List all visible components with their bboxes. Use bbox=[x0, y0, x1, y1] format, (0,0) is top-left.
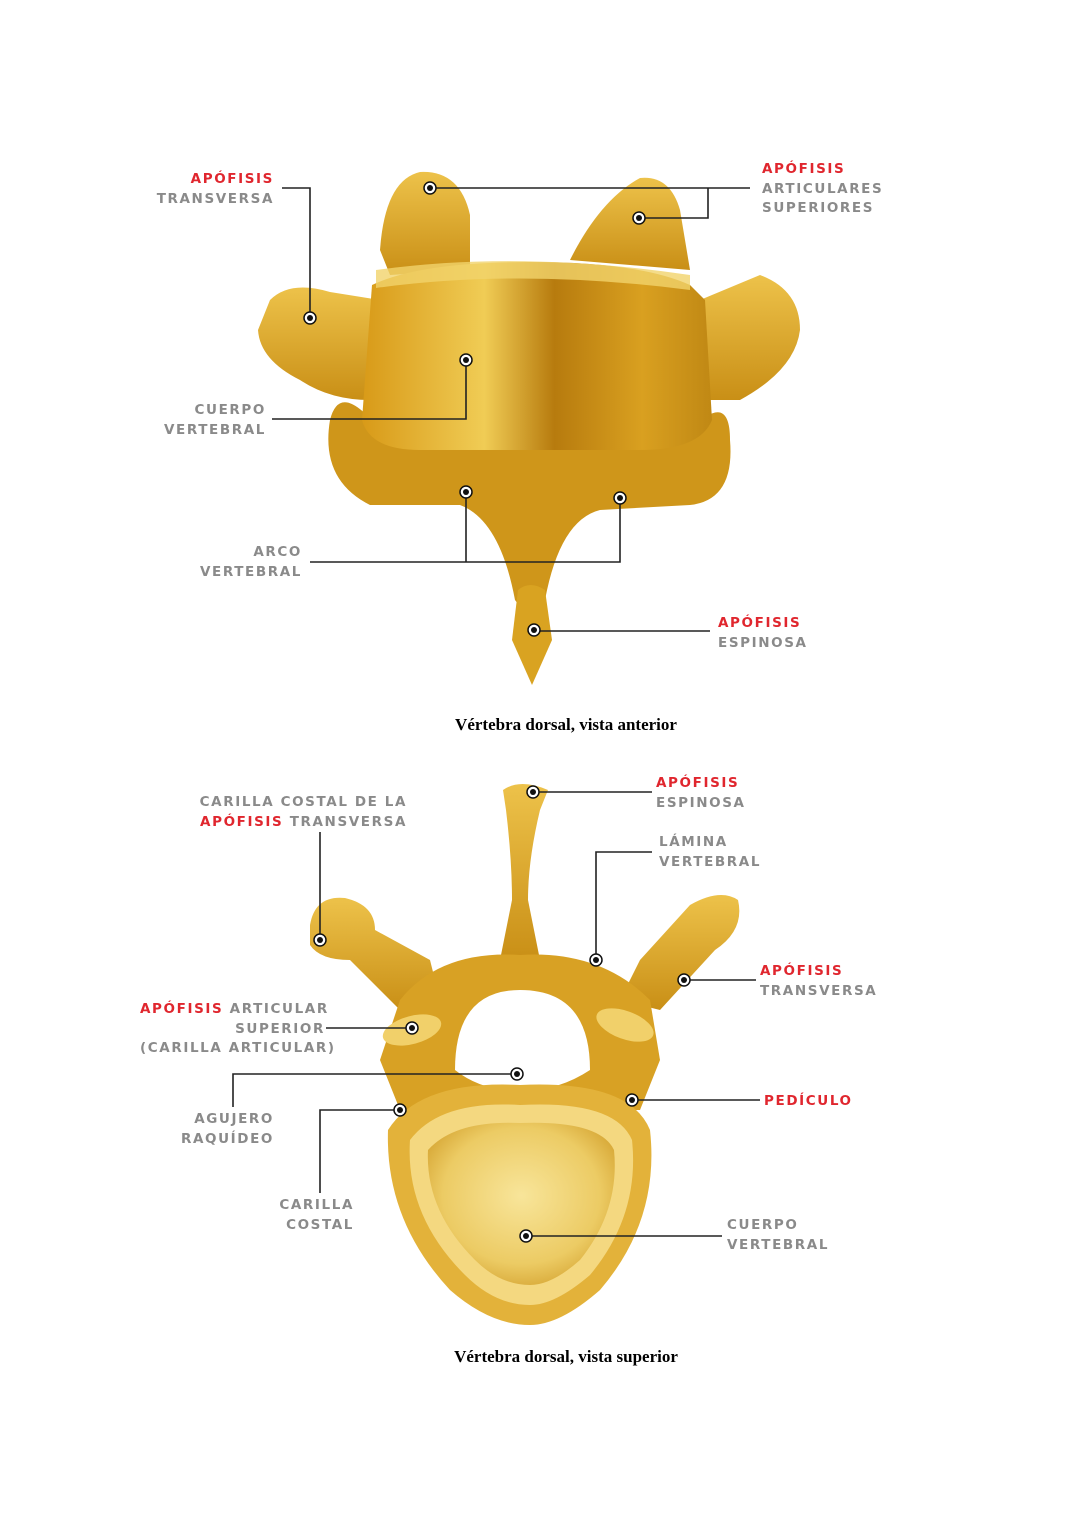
label-arco-vertebral: ARCO VERTEBRAL bbox=[199, 544, 302, 580]
label-cuerpo-vertebral: CUERPO VERTEBRAL bbox=[163, 402, 266, 438]
label-apofisis-articular-superior: APÓFISIS ARTICULAR SUPERIOR (CARILLA ART… bbox=[140, 1001, 336, 1056]
anterior-vertebra-drawing bbox=[258, 171, 800, 685]
caption-vista-superior: Vértebra dorsal, vista superior bbox=[454, 1347, 678, 1366]
label-apofisis-transversa-superior: APÓFISIS TRANSVERSA bbox=[760, 963, 878, 999]
anterior-leader-lines bbox=[272, 187, 750, 632]
superior-vertebra-drawing bbox=[310, 784, 740, 1325]
label-agujero-raquideo: AGUJERO RAQUÍDEO bbox=[180, 1111, 274, 1147]
label-apofisis-espinosa: APÓFISIS ESPINOSA bbox=[718, 615, 808, 651]
superior-marker-dots bbox=[313, 785, 691, 1243]
label-apofisis-transversa: APÓFISIS TRANSVERSA bbox=[156, 171, 274, 207]
label-cuerpo-vertebral-superior: CUERPO VERTEBRAL bbox=[727, 1217, 830, 1253]
anterior-marker-dots bbox=[303, 181, 646, 637]
superior-leader-lines bbox=[232, 791, 760, 1237]
label-lamina-vertebral: LÁMINA VERTEBRAL bbox=[659, 834, 762, 870]
label-pediculo: PEDÍCULO bbox=[764, 1093, 853, 1109]
label-apofisis-articulares-superiores: APÓFISIS ARTICULARES SUPERIORES bbox=[762, 161, 884, 216]
label-carilla-costal-apofisis-transversa: CARILLA COSTAL DE LA APÓFISIS TRANSVERSA bbox=[199, 794, 407, 830]
label-apofisis-espinosa-superior: APÓFISIS ESPINOSA bbox=[656, 775, 746, 811]
label-carilla-costal: CARILLA COSTAL bbox=[279, 1197, 354, 1233]
caption-vista-anterior: Vértebra dorsal, vista anterior bbox=[455, 715, 677, 734]
